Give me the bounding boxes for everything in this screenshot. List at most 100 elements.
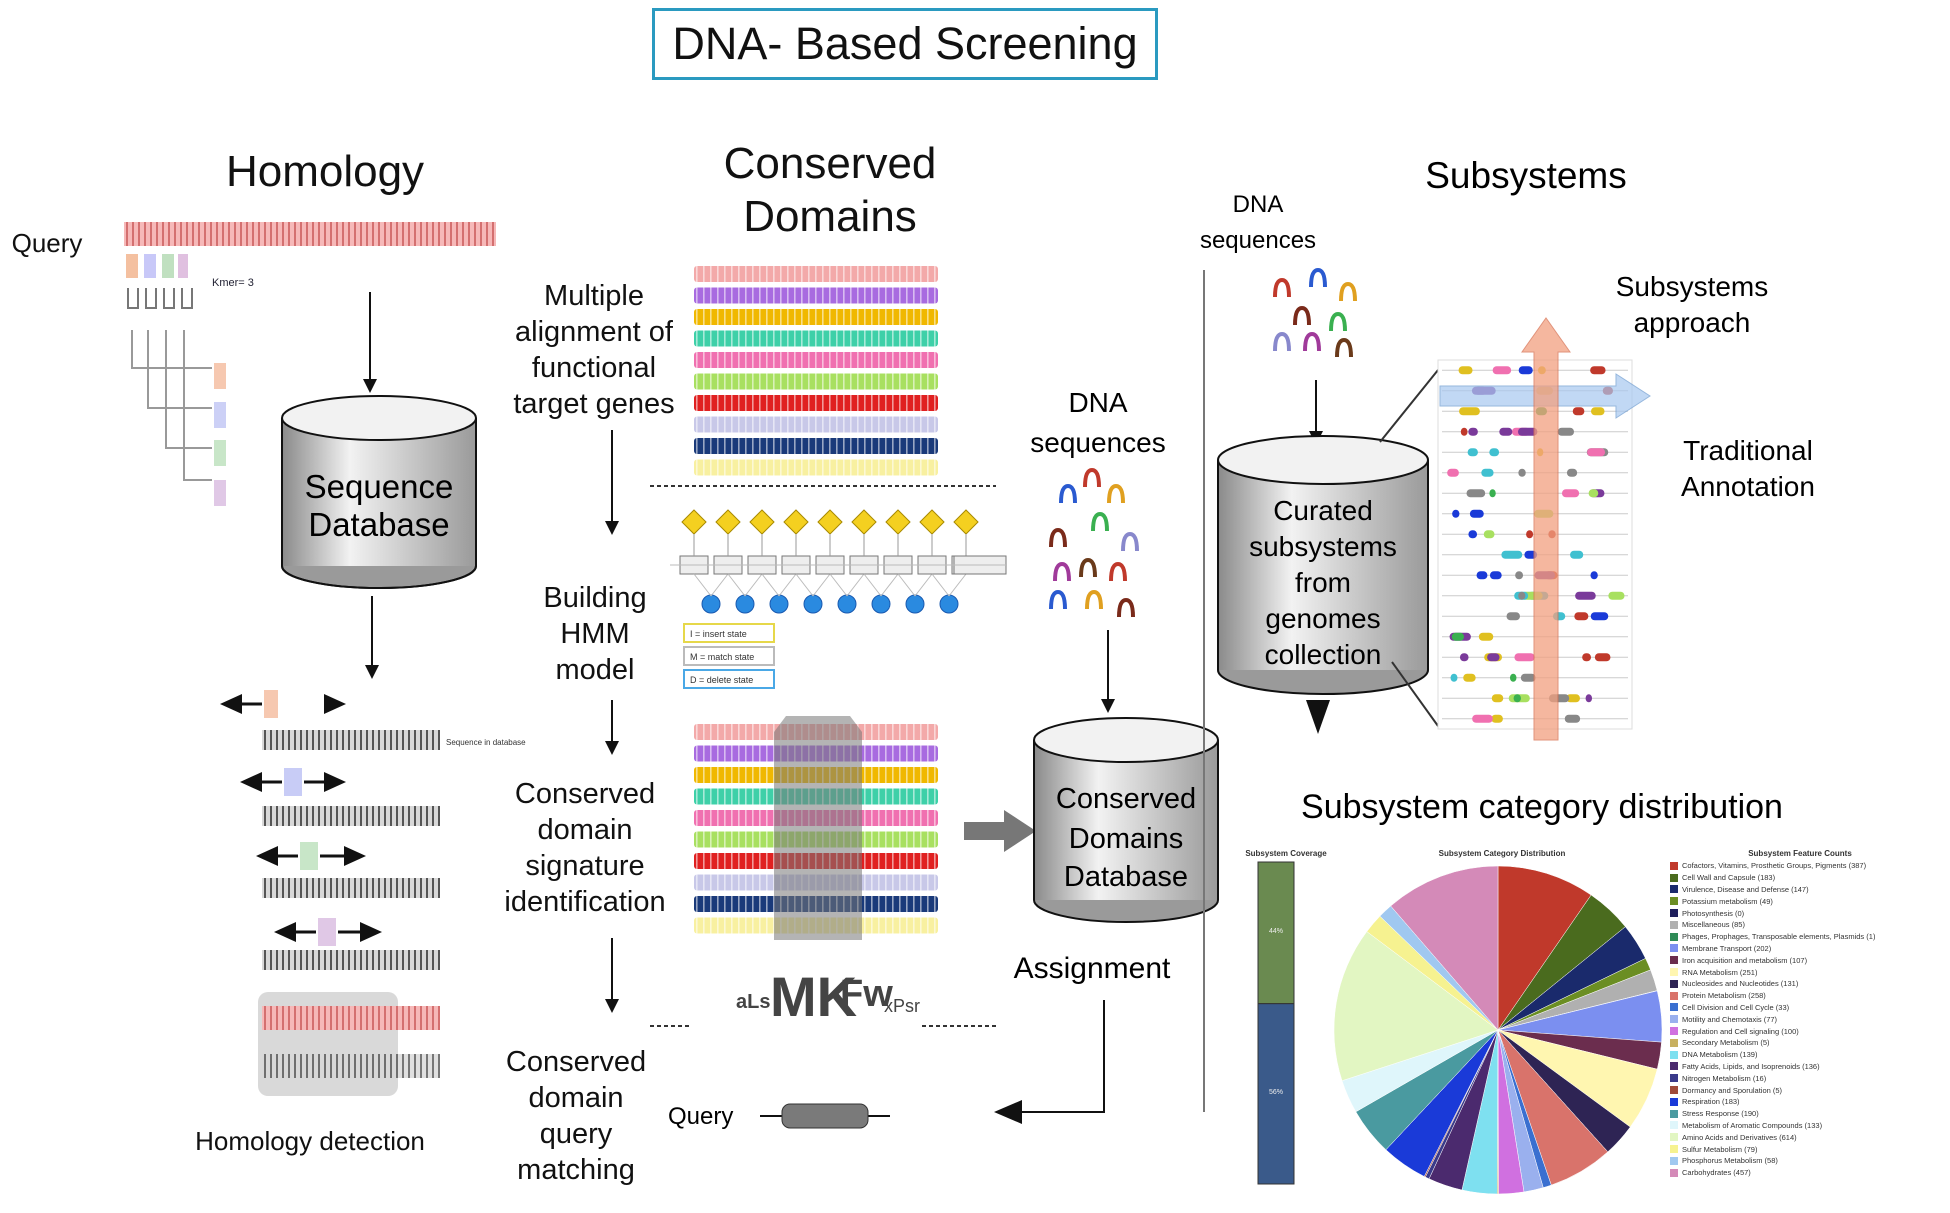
legend-label: Iron acquisition and metabolism (107) — [1682, 955, 1808, 965]
sequence-database-cylinder — [281, 395, 477, 589]
step3-line: identification — [504, 886, 666, 918]
legend-swatch — [1670, 991, 1678, 1000]
legend-label: Cofactors, Vitamins, Prosthetic Groups, … — [1682, 861, 1867, 871]
hmm-delete-state — [871, 594, 891, 614]
assignment-arrowhead — [994, 1100, 1022, 1124]
gene-feature — [1459, 407, 1480, 416]
dna-fragment-icon — [1339, 281, 1357, 302]
category-legend: Cofactors, Vitamins, Prosthetic Groups, … — [1670, 860, 1950, 1179]
hmm-legend: I = insert state M = match state D = del… — [683, 623, 775, 689]
svg-text:MK: MK — [770, 965, 857, 1028]
gene-feature — [1483, 530, 1495, 539]
gene-feature — [1575, 591, 1596, 600]
hmm-insert-state — [715, 509, 741, 535]
kmer-bracket — [127, 288, 193, 309]
gene-feature — [1514, 653, 1535, 662]
gene-feature — [1518, 591, 1526, 600]
legend-swatch — [1670, 897, 1678, 906]
step4-line: query — [539, 1118, 613, 1150]
query-sequence-bar — [124, 222, 496, 246]
legend-item: Secondary Metabolism (5) — [1670, 1037, 1950, 1049]
legend-swatch — [1670, 979, 1678, 988]
pie-slice — [1333, 931, 1499, 1082]
gene-feature — [1467, 448, 1478, 457]
legend-label: Carbohydrates (457) — [1682, 1168, 1751, 1178]
hmm-delete-state — [701, 594, 721, 614]
gene-feature — [1582, 653, 1592, 662]
dna-glyphs-right — [1273, 267, 1357, 358]
gene-feature — [1487, 653, 1500, 662]
dna-fragment-icon — [1309, 267, 1327, 288]
gene-feature — [1468, 427, 1478, 436]
svg-text:I = insert state: I = insert state — [690, 629, 747, 639]
gene-feature — [1566, 694, 1580, 703]
conserved-db-label-3: Database — [1064, 861, 1188, 893]
into-database-arrow — [964, 810, 1036, 852]
legend-item: Dormancy and Sporulation (5) — [1670, 1084, 1950, 1096]
pie-slice — [1390, 865, 1499, 1031]
homology-footer: Homology detection — [195, 1126, 425, 1156]
kmer-leaf — [214, 480, 226, 506]
step1-line: functional — [531, 352, 657, 384]
legend-swatch — [1670, 968, 1678, 977]
legend-label: Nucleosides and Nucleotides (131) — [1682, 979, 1799, 989]
kmer-block — [178, 254, 188, 278]
gene-feature — [1466, 489, 1486, 498]
legend-swatch — [1670, 861, 1678, 870]
dna-fragment-icon — [1107, 483, 1125, 504]
gene-feature — [1572, 407, 1585, 416]
legend-label: Motility and Chemotaxis (77) — [1682, 1014, 1778, 1024]
curated-label-1: Curated — [1273, 495, 1373, 526]
gene-feature — [1526, 530, 1534, 539]
hmm-insert-state — [851, 509, 877, 535]
dna-fragment-icon — [1273, 331, 1291, 352]
legend-label: Dormancy and Sporulation (5) — [1682, 1085, 1783, 1095]
gene-feature — [1509, 673, 1517, 682]
gene-feature — [1506, 612, 1520, 621]
legend-swatch — [1670, 1109, 1678, 1118]
hmm-insert-state — [749, 509, 775, 535]
svg-text:D = delete state: D = delete state — [690, 675, 753, 685]
subsystems-heading: Subsystems — [1425, 155, 1627, 196]
assignment-label: Assignment — [1014, 952, 1171, 985]
gene-feature — [1588, 489, 1599, 498]
legend-item: Phages, Prophages, Transposable elements… — [1670, 931, 1950, 943]
legend-swatch — [1670, 1062, 1678, 1071]
dna-fragment-icon — [1273, 277, 1291, 298]
gene-feature — [1481, 468, 1494, 477]
legend-label: Membrane Transport (202) — [1682, 943, 1772, 953]
dna-fragment-icon — [1329, 311, 1347, 332]
gene-feature — [1566, 468, 1578, 477]
conserved-db-label-1: Conserved — [1056, 783, 1196, 815]
gene-feature — [1489, 571, 1502, 580]
gene-feature — [1590, 366, 1606, 375]
dna-fragment-icon — [1293, 305, 1311, 326]
step-signature-identification: Conserved domain signature identificatio… — [490, 776, 680, 920]
kmer-leaf — [214, 440, 226, 466]
step-building-hmm: Building HMM model — [520, 580, 670, 688]
legend-item: Cofactors, Vitamins, Prosthetic Groups, … — [1670, 860, 1950, 872]
coverage-segment-out — [1257, 1003, 1295, 1185]
legend-swatch — [1670, 1038, 1678, 1047]
step2-line: Building — [543, 582, 647, 614]
pie-title: Subsystem Category Distribution — [1439, 849, 1566, 858]
legend-swatch — [1670, 1050, 1678, 1059]
kmer-leaf — [214, 402, 226, 428]
gene-feature — [1501, 550, 1523, 559]
hmm-delete-state — [837, 594, 857, 614]
gene-feature — [1489, 489, 1496, 498]
multiple-alignment-block — [694, 266, 938, 476]
sequence-database-label-2: Database — [308, 506, 449, 543]
conserved-domains-database-cylinder — [1033, 717, 1219, 923]
gene-feature — [1590, 571, 1598, 580]
gene-feature — [1491, 714, 1503, 723]
conserved-domain-highlight — [774, 716, 862, 940]
gene-feature — [1574, 612, 1589, 621]
legend-label: Amino Acids and Derivatives (614) — [1682, 1132, 1797, 1142]
step2-line: model — [555, 654, 635, 686]
step-query-matching: Conserved domain query matching — [486, 1044, 666, 1188]
svg-text:Sequence in database: Sequence in database — [446, 738, 526, 747]
gene-feature — [1489, 448, 1500, 457]
dna-fragment-icon — [1091, 511, 1109, 532]
